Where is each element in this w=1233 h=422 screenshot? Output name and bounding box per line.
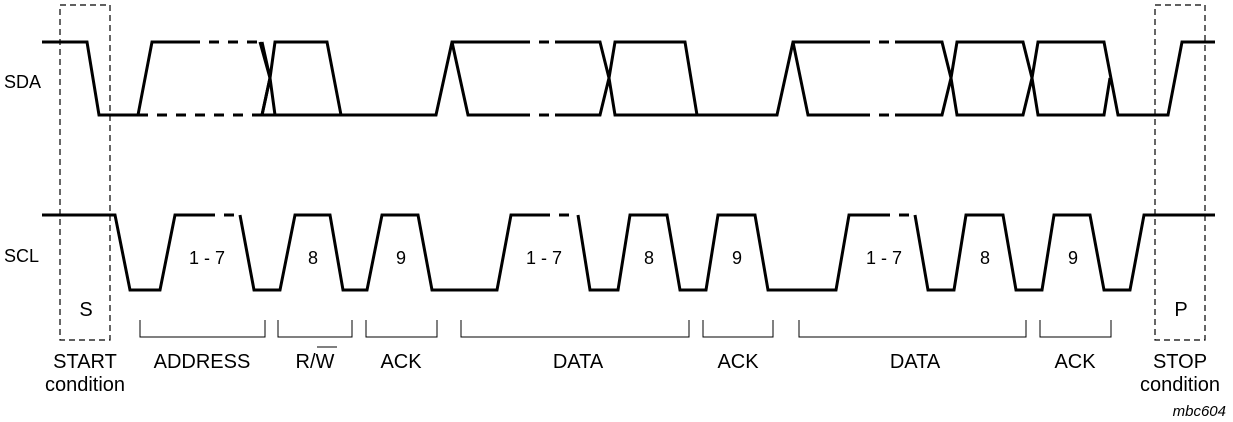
start-marker: S	[79, 299, 92, 321]
scl-rw-bit: 8	[308, 248, 318, 268]
sda-addr-rise	[136, 40, 190, 116]
label-start-line2: condition	[45, 374, 125, 396]
sda-data1-low	[450, 41, 520, 117]
figure-reference: mbc604	[1173, 403, 1226, 420]
bracket-ack2	[702, 320, 774, 338]
scl-waveform	[42, 213, 1215, 292]
stop-condition-box	[1154, 4, 1206, 341]
bracket-address	[139, 320, 266, 338]
label-stop-line2: condition	[1140, 374, 1220, 396]
scl-data1-last: 8	[644, 248, 654, 268]
sda-signal-label: SDA	[4, 72, 41, 92]
scl-address-bits: 1 - 7	[189, 248, 225, 268]
sda-data1-cross-a	[555, 40, 699, 116]
scl-seg-2	[576, 213, 880, 292]
scl-signal-label: SCL	[4, 246, 39, 266]
bracket-data2	[798, 320, 1027, 338]
label-data1: DATA	[553, 351, 604, 373]
bracket-data1	[460, 320, 690, 338]
bracket-ack1	[365, 320, 438, 338]
label-rw-w: W	[316, 351, 335, 373]
scl-seg-3	[913, 213, 1215, 292]
label-ack2: ACK	[717, 351, 759, 373]
label-ack1: ACK	[380, 351, 422, 373]
group-brackets	[139, 320, 1112, 338]
label-rw: R/W	[296, 351, 335, 373]
sda-rw-low	[260, 40, 468, 117]
sda-rw-high	[260, 40, 343, 116]
sda-data2-cross-b	[895, 77, 1112, 117]
stop-marker: P	[1174, 299, 1187, 321]
scl-data2-last: 8	[980, 248, 990, 268]
label-ack3: ACK	[1054, 351, 1096, 373]
label-address: ADDRESS	[154, 351, 251, 373]
sda-waveform	[42, 40, 1215, 117]
label-stop-line1: STOP	[1153, 351, 1207, 373]
sda-data1-cross-b	[555, 40, 808, 117]
label-start-line1: START	[53, 351, 117, 373]
scl-main	[42, 213, 205, 292]
sda-dashed-segments	[138, 40, 895, 117]
bracket-rw	[277, 320, 353, 338]
sda-data2-low	[791, 41, 860, 117]
scl-data1-bits: 1 - 7	[526, 248, 562, 268]
scl-ack1-bit: 9	[396, 248, 406, 268]
scl-data2-bits: 1 - 7	[866, 248, 902, 268]
sda-data2-cross-a	[895, 40, 1215, 117]
scl-ack2-bit: 9	[732, 248, 742, 268]
label-data2: DATA	[890, 351, 941, 373]
scl-seg-1	[238, 213, 540, 292]
sda-start-edge	[42, 40, 138, 117]
scl-ack3-bit: 9	[1068, 248, 1078, 268]
bracket-ack3	[1039, 320, 1112, 338]
label-rw-r: R/	[296, 351, 316, 373]
start-condition-box	[59, 4, 111, 341]
